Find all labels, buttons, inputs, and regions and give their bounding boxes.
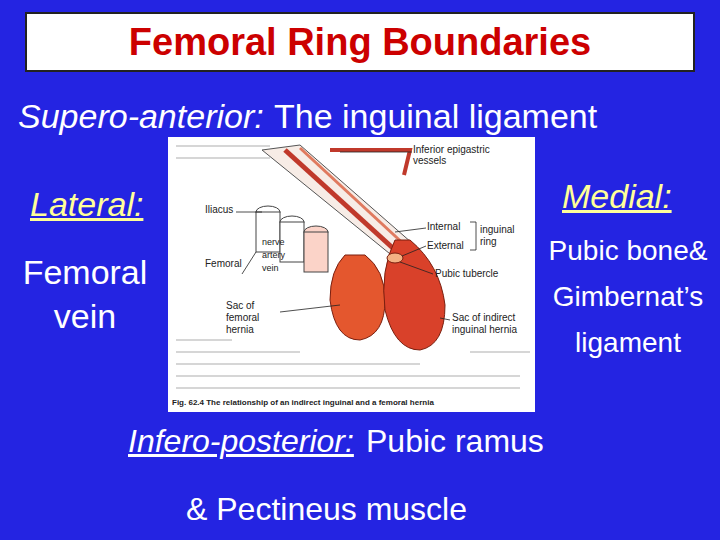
boundary-text: & Pectineus muscle	[186, 490, 467, 528]
figure-label: Sac of femoral hernia	[226, 300, 286, 336]
figure-label: External	[427, 240, 464, 252]
title-box: Femoral Ring Boundaries	[25, 12, 695, 72]
page-text-lines	[176, 146, 530, 388]
boundary-text: The inguinal ligament	[274, 96, 597, 137]
figure-label: Pubic tubercle	[435, 268, 498, 280]
boundary-heading: Medial:	[562, 176, 672, 217]
boundary-heading: Lateral:	[30, 184, 143, 225]
boundary-text: Pubic ramus	[366, 422, 544, 460]
figure-caption: Fig. 62.4 The relationship of an indirec…	[172, 398, 534, 408]
leader-lines	[236, 152, 476, 320]
boundary-text: Femoral vein	[0, 250, 170, 338]
boundary-text: Pubic bone& Gimbernat’s ligament	[536, 228, 720, 366]
hernia-sacs	[330, 240, 445, 350]
femoral-vessels	[256, 206, 328, 272]
figure-label: vein	[262, 263, 279, 274]
boundary-heading: Supero-anterior:	[18, 96, 264, 137]
figure-label: artery	[262, 250, 285, 261]
boundary-heading: Infero-posterior:	[128, 422, 354, 460]
figure-label: inguinal ring	[480, 224, 530, 248]
figure-label: nerve	[262, 237, 285, 248]
figure-label: Sac of indirect inguinal hernia	[452, 312, 532, 336]
slide-title: Femoral Ring Boundaries	[129, 21, 591, 64]
figure-label: Femoral	[205, 258, 242, 270]
figure-label: Internal	[427, 221, 460, 233]
figure-label: Iliacus	[205, 204, 233, 216]
figure-panel	[168, 137, 535, 412]
figure-label: Inferior epigastric vessels	[413, 144, 493, 166]
